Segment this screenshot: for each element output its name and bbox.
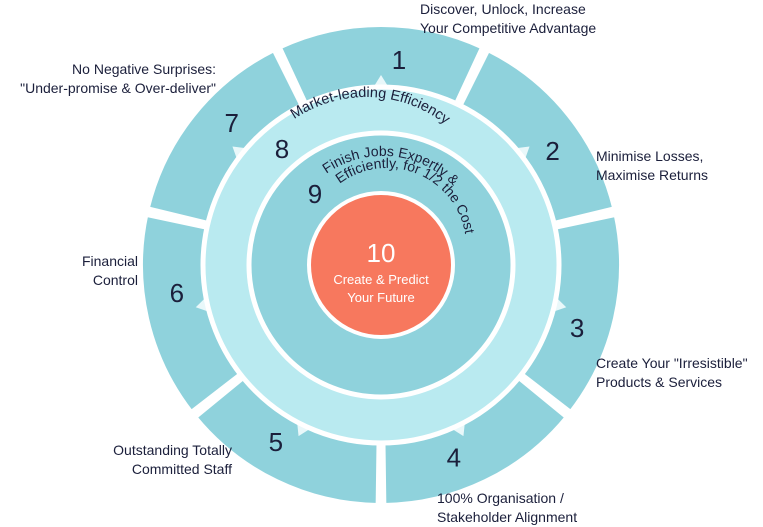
inner-ring-number: 9 xyxy=(308,179,322,209)
center-number: 10 xyxy=(367,238,396,268)
segment-4-number: 4 xyxy=(447,443,461,473)
segment-2-pointer xyxy=(516,146,530,159)
segment-3-number: 3 xyxy=(570,313,584,343)
segment-6-number: 6 xyxy=(170,278,184,308)
segment-6-label: Financial Control xyxy=(81,253,138,288)
center-line2: Your Future xyxy=(347,290,414,305)
middle-ring-number: 8 xyxy=(275,134,289,164)
center-circle xyxy=(307,191,455,339)
outer-ring-segments: 1 2 3 4 5 6 7 xyxy=(139,23,623,508)
segment-1-number: 1 xyxy=(392,45,406,75)
center-line1: Create & Predict xyxy=(333,272,429,287)
segment-3-label: Create Your "Irresistible" Products & Se… xyxy=(596,355,748,390)
segment-4-label: 100% Organisation / Stakeholder Alignmen… xyxy=(437,490,578,525)
segment-7-pointer xyxy=(232,146,246,159)
segment-1-pointer xyxy=(374,75,388,87)
segment-7-number: 7 xyxy=(224,108,238,138)
segment-2-number: 2 xyxy=(545,136,559,166)
segment-5-number: 5 xyxy=(269,427,283,457)
segment-7-label: No Negative Surprises: "Under-promise & … xyxy=(20,61,216,96)
segment-1-label: Discover, Unlock, Increase Your Competit… xyxy=(420,1,597,36)
segment-5-label: Outstanding Totally Committed Staff xyxy=(113,442,232,477)
segment-2-label: Minimise Losses, Maximise Returns xyxy=(596,148,709,183)
